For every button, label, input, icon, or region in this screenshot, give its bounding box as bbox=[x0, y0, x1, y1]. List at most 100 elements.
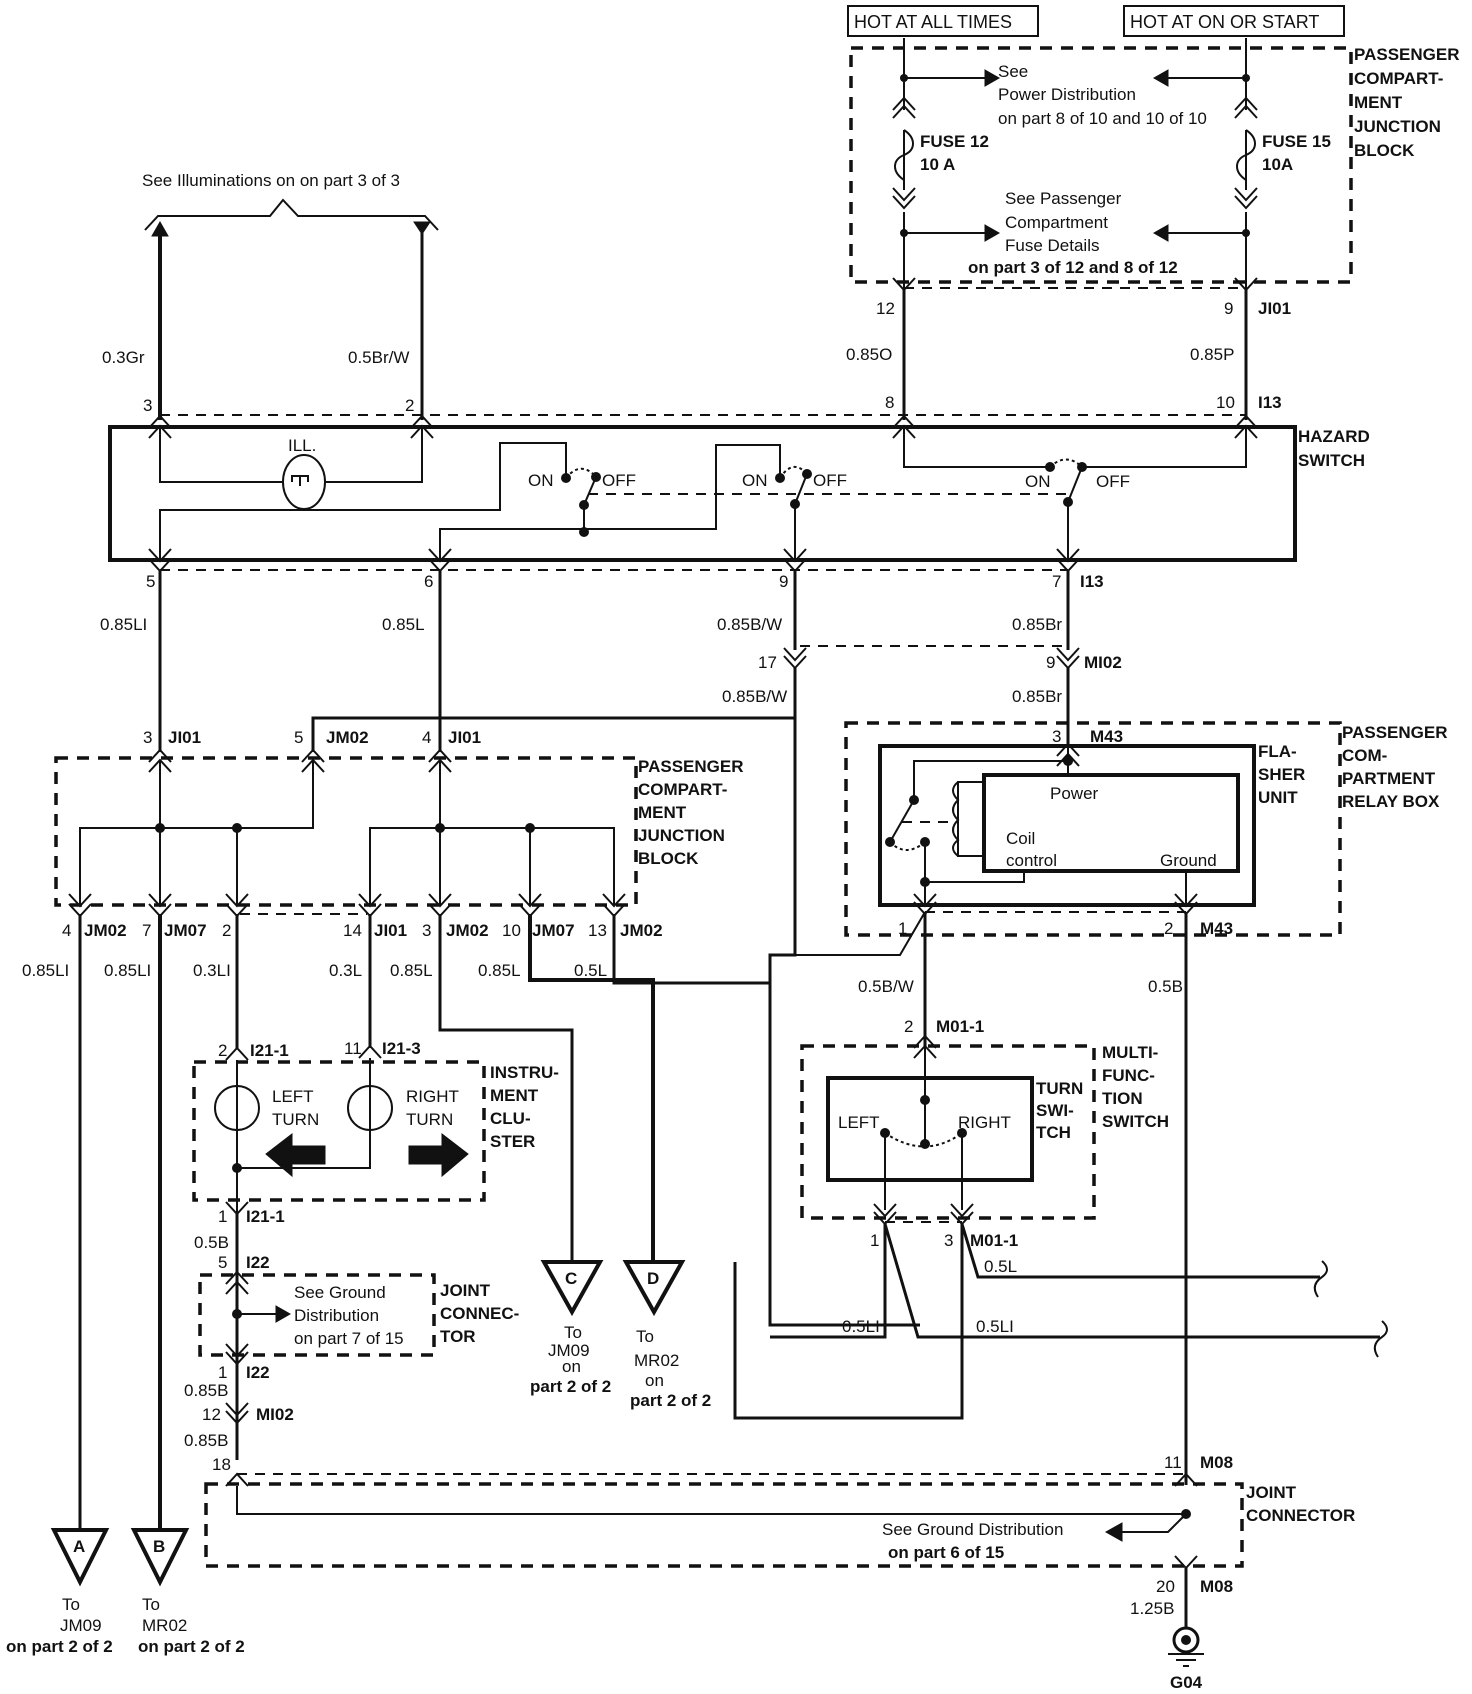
cluster-conn-i21-1-bottom: I21-1 bbox=[246, 1207, 285, 1226]
mfs-pin-3: 3 bbox=[944, 1231, 953, 1250]
offpage-text: JM09 bbox=[60, 1616, 102, 1635]
pin-18: 18 bbox=[212, 1455, 231, 1474]
offpage-letter: C bbox=[565, 1269, 577, 1288]
i22-pin-5: 5 bbox=[218, 1253, 227, 1272]
switch1-off: OFF bbox=[602, 471, 636, 490]
offpage-text: To bbox=[636, 1327, 654, 1346]
mfs-pin-1: 1 bbox=[870, 1231, 879, 1250]
wire-0-5li-right bbox=[883, 1223, 1380, 1339]
cluster-conn-i21-1-top: I21-1 bbox=[250, 1041, 289, 1060]
pcjb-pin-5: 5 bbox=[294, 728, 303, 747]
wire-label: 0.3L bbox=[329, 961, 362, 980]
cluster-pin-1: 1 bbox=[218, 1207, 227, 1226]
wire-break-icon bbox=[1373, 1320, 1388, 1358]
pin-label: 14 bbox=[343, 921, 362, 940]
m08-conn-bottom: M08 bbox=[1200, 1577, 1233, 1596]
see-power-dist-1: See bbox=[998, 62, 1028, 81]
wire-label: 0.85L bbox=[390, 961, 433, 980]
wire-label-0-5bw: 0.5B/W bbox=[858, 977, 914, 996]
offpage-triangle-icon bbox=[622, 1260, 686, 1317]
power-source-hot-at-all-times: HOT AT ALL TIMES bbox=[847, 5, 1039, 37]
wire-label-0-85o: 0.85O bbox=[846, 345, 892, 364]
turn-switch-label-2: SWI- bbox=[1036, 1101, 1074, 1120]
m08-pin-11: 11 bbox=[1164, 1453, 1182, 1472]
pcjb-top-label-1: PASSENGER bbox=[1354, 45, 1460, 64]
wire-label-0-5b: 0.5B bbox=[194, 1233, 229, 1252]
i22-label-3: TOR bbox=[440, 1327, 476, 1346]
m08-note-2: on part 6 of 15 bbox=[888, 1543, 1004, 1562]
pcjb-top-label-3: MENT bbox=[1354, 93, 1403, 112]
pcjb-top-label-2: COMPART- bbox=[1354, 69, 1443, 88]
see-fuse-details-1: See Passenger bbox=[1005, 189, 1122, 208]
wire-label-0-5brw: 0.5Br/W bbox=[348, 348, 409, 367]
left-arrow-icon bbox=[265, 1132, 326, 1178]
flasher-conn-bottom: M43 bbox=[1200, 919, 1233, 938]
hazard-connector-i13-top: I13 bbox=[1258, 393, 1282, 412]
offpage-letter: D bbox=[647, 1269, 659, 1288]
offpage-text: To bbox=[62, 1595, 80, 1614]
offpage-text: on bbox=[645, 1371, 664, 1390]
connector-label: JM07 bbox=[532, 921, 575, 940]
mfs-left-label: LEFT bbox=[838, 1113, 880, 1132]
joint-connector-i22: 5 I22 See Ground Distribution on part 7 … bbox=[184, 1214, 519, 1474]
wire-label: 0.5L bbox=[574, 961, 607, 980]
wire-label-0-85li-5: 0.85LI bbox=[100, 615, 147, 634]
pin-9: 9 bbox=[1224, 299, 1233, 318]
flasher-pin-2: 2 bbox=[1164, 919, 1173, 938]
mfs-label-1: MULTI- bbox=[1102, 1043, 1158, 1062]
pin-label: 3 bbox=[422, 921, 431, 940]
i22-pin-1: 1 bbox=[218, 1363, 227, 1382]
i22-note-3: on part 7 of 15 bbox=[294, 1329, 404, 1348]
arrow-up-icon bbox=[151, 220, 169, 237]
wire-label-0-85bw-17: 0.85B/W bbox=[722, 687, 787, 706]
wire-label-0-85br-9: 0.85Br bbox=[1012, 687, 1062, 706]
m08-pin-20: 20 bbox=[1156, 1577, 1175, 1596]
wire-label-0-85l-6: 0.85L bbox=[382, 615, 425, 634]
flasher-ground-label: Ground bbox=[1160, 851, 1217, 870]
hazard-switch-label-1: HAZARD bbox=[1298, 427, 1370, 446]
i22-conn-top: I22 bbox=[246, 1253, 270, 1272]
flasher-unit-label-2: SHER bbox=[1258, 765, 1305, 784]
wire-label: 0.85L bbox=[478, 961, 521, 980]
flasher-unit-label-1: FLA- bbox=[1258, 742, 1297, 761]
relay-box-label-1: PASSENGER bbox=[1342, 723, 1448, 742]
cluster-conn-i21-3: I21-3 bbox=[382, 1039, 421, 1058]
flasher-unit: 3 M43 Power Coil control Ground FLA- SHE… bbox=[844, 721, 1448, 938]
pin-label: 7 bbox=[142, 921, 151, 940]
offpage-text: on part 2 of 2 bbox=[138, 1637, 245, 1656]
pin-label: 13 bbox=[588, 921, 607, 940]
i22-note-1: See Ground bbox=[294, 1283, 386, 1302]
mi02-pin-9: 9 bbox=[1046, 653, 1055, 672]
connector-label: JM02 bbox=[446, 921, 489, 940]
left-turn-label-2: TURN bbox=[272, 1110, 319, 1129]
ground-g04-label: G04 bbox=[1170, 1673, 1203, 1692]
m08-label-1: JOINT bbox=[1246, 1483, 1297, 1502]
wire-label-0-85b-a: 0.85B bbox=[184, 1381, 228, 1400]
mfs-conn-bottom: M01-1 bbox=[970, 1231, 1018, 1250]
pcjb-mid-label-1: PASSENGER bbox=[638, 757, 744, 776]
flasher-pin-3: 3 bbox=[1052, 727, 1061, 746]
wire-label-0-85b-b: 0.85B bbox=[184, 1431, 228, 1450]
see-power-dist-2: Power Distribution bbox=[998, 85, 1136, 104]
i22-label-1: JOINT bbox=[440, 1281, 491, 1300]
offpage-text: To bbox=[142, 1595, 160, 1614]
pin-label: 4 bbox=[62, 921, 71, 940]
wire-break-icon bbox=[1313, 1260, 1328, 1298]
hazard-pin-9: 9 bbox=[779, 572, 788, 591]
joint-connector-m08: 11 M08 See Ground Distribution on part 6… bbox=[204, 1453, 1355, 1692]
switch2-on: ON bbox=[742, 471, 768, 490]
connector-label: JM02 bbox=[84, 921, 127, 940]
hazard-pin-5: 5 bbox=[146, 572, 155, 591]
illumination-note: See Illuminations on on part 3 of 3 bbox=[142, 171, 400, 190]
pcjb-conn-ji01-a: JI01 bbox=[168, 728, 201, 747]
wire-label: 0.85LI bbox=[22, 961, 69, 980]
flasher-control-label: control bbox=[1006, 851, 1057, 870]
i22-conn-bottom: I22 bbox=[246, 1363, 270, 1382]
mfs-right-label: RIGHT bbox=[958, 1113, 1011, 1132]
switch2-off: OFF bbox=[813, 471, 847, 490]
wire-label: 0.85LI bbox=[104, 961, 151, 980]
i22-note-2: Distribution bbox=[294, 1306, 379, 1325]
power-source-hot-at-on-or-start: HOT AT ON OR START bbox=[1123, 5, 1345, 37]
offpage-letter: B bbox=[153, 1537, 165, 1556]
pcjb-mid-label-2: COMPART- bbox=[638, 780, 727, 799]
